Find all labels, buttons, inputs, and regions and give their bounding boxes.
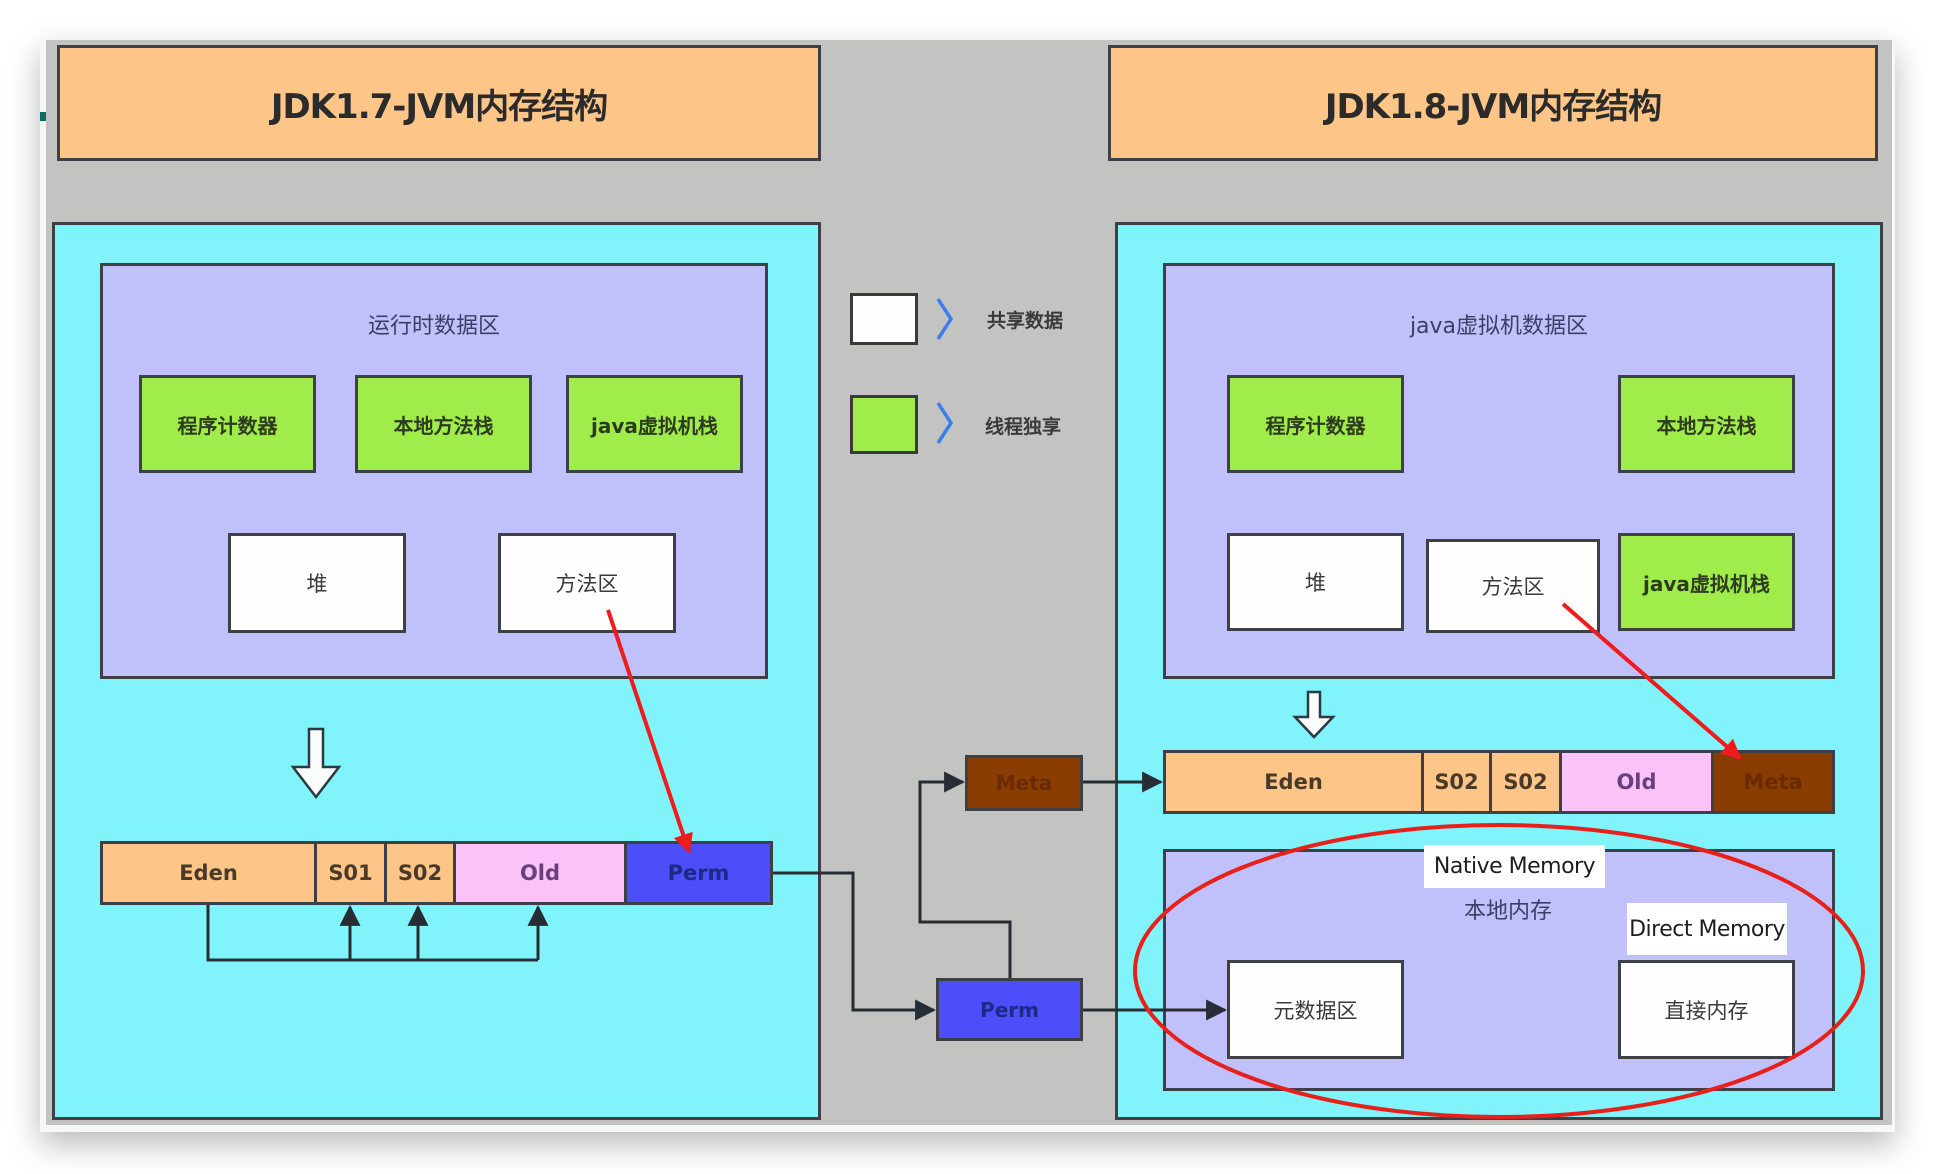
segment-perm: Perm <box>627 844 770 902</box>
transition-perm: Perm <box>936 978 1083 1041</box>
segment-s1: S02 <box>1492 753 1562 811</box>
jdk18-header: JDK1.8-JVM内存结构 <box>1108 45 1878 161</box>
jdk18-heap: 堆 <box>1227 533 1404 631</box>
direct-memory-box: 直接内存 <box>1618 960 1795 1059</box>
jdk17-program-counter: 程序计数器 <box>139 375 316 473</box>
jdk17-java-vm-stack: java虚拟机栈 <box>566 375 743 473</box>
jdk17-method-area: 方法区 <box>498 533 676 633</box>
segment-eden: Eden <box>1166 753 1424 811</box>
jdk18-method-area: 方法区 <box>1426 539 1600 633</box>
jdk18-jvm-area-title: java虚拟机数据区 <box>1409 314 1589 339</box>
metaspace-box: 元数据区 <box>1227 960 1404 1059</box>
segment-old: Old <box>456 844 627 902</box>
legend-thread-private-swatch <box>850 395 918 454</box>
direct-memory-label: Direct Memory <box>1627 903 1787 955</box>
jdk18-java-vm-stack: java虚拟机栈 <box>1618 533 1795 631</box>
jdk18-program-counter: 程序计数器 <box>1227 375 1404 473</box>
jdk17-native-method-stack: 本地方法栈 <box>355 375 532 473</box>
jdk17-heap: 堆 <box>228 533 406 633</box>
label: 堆 <box>1305 571 1326 595</box>
label: 堆 <box>306 572 328 596</box>
jdk18-title: JDK1.8-JVM内存结构 <box>1324 86 1662 127</box>
label: java虚拟机栈 <box>1643 571 1770 596</box>
label: Meta <box>995 771 1053 795</box>
segment-s0: S02 <box>1424 753 1492 811</box>
jdk17-header: JDK1.7-JVM内存结构 <box>57 45 821 161</box>
label: 方法区 <box>1481 575 1545 599</box>
legend-thread-private-label: 线程独享 <box>985 416 1062 438</box>
legend-shared-label: 共享数据 <box>987 310 1064 332</box>
jdk18-heap-bar: Eden S02 S02 Old Meta <box>1163 750 1835 814</box>
label: java虚拟机栈 <box>591 413 718 438</box>
jdk17-runtime-area-title: 运行时数据区 <box>367 314 500 339</box>
label: 本地方法栈 <box>1656 413 1757 438</box>
segment-s02: S02 <box>387 844 456 902</box>
segment-meta: Meta <box>1714 753 1832 811</box>
jdk17-title: JDK1.7-JVM内存结构 <box>270 86 608 127</box>
label: 本地方法栈 <box>393 413 494 438</box>
legend-shared-swatch <box>850 293 918 345</box>
label: 元数据区 <box>1273 998 1358 1023</box>
label: 直接内存 <box>1664 998 1749 1023</box>
label: Perm <box>980 997 1039 1022</box>
segment-old: Old <box>1562 753 1714 811</box>
jdk18-native-method-stack: 本地方法栈 <box>1618 375 1795 473</box>
edge-marker <box>40 112 46 121</box>
transition-meta: Meta <box>965 755 1083 811</box>
native-memory-label-cn: 本地内存 <box>1463 899 1552 924</box>
label: 程序计数器 <box>1265 413 1366 438</box>
label: 方法区 <box>555 572 619 596</box>
segment-s01: S01 <box>317 844 387 902</box>
native-memory-label: Native Memory <box>1424 845 1605 888</box>
label: 程序计数器 <box>177 413 278 438</box>
jdk17-heap-bar: Eden S01 S02 Old Perm <box>100 841 773 905</box>
segment-eden: Eden <box>103 844 317 902</box>
